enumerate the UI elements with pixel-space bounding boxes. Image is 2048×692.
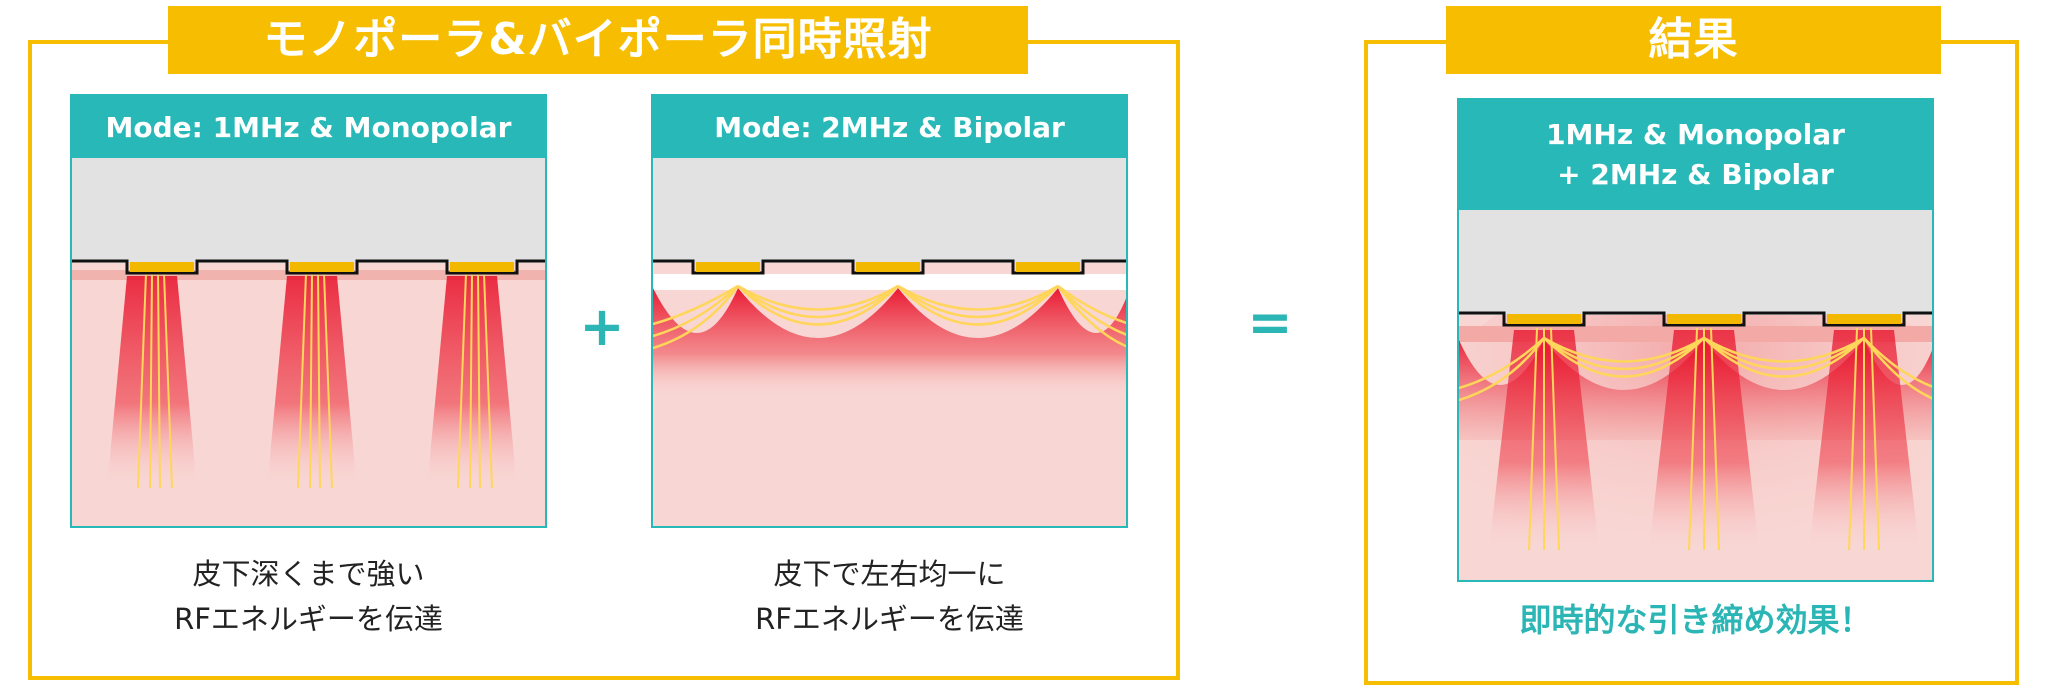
- bipolar-energy-arcs: [653, 286, 1128, 398]
- monopolar-diagram: [72, 158, 547, 528]
- bipolar-diagram: [653, 158, 1128, 528]
- bipolar-caption: 皮下で左右均一に RFエネルギーを伝達: [651, 552, 1128, 642]
- bipolar-panel: Mode: 2MHz & Bipolar: [651, 94, 1128, 528]
- bipolar-mode-label: Mode: 2MHz & Bipolar: [653, 96, 1126, 158]
- electrode: [1827, 314, 1901, 324]
- result-mode-label-line2: + 2MHz & Bipolar: [1557, 155, 1834, 195]
- monopolar-caption: 皮下深くまで強い RFエネルギーを伝達: [70, 552, 547, 642]
- monopolar-caption-line1: 皮下深くまで強い: [70, 552, 547, 597]
- electrode: [1667, 314, 1741, 324]
- electrode: [696, 262, 760, 272]
- electrode: [1507, 314, 1581, 324]
- equals-sign: =: [1240, 296, 1300, 350]
- result-energy: [1459, 328, 1934, 550]
- electrode: [130, 262, 194, 272]
- electrode: [856, 262, 920, 272]
- electrode: [290, 262, 354, 272]
- result-caption: 即時的な引き締め効果！: [1397, 597, 1994, 643]
- plus-sign: +: [572, 300, 632, 354]
- result-mode-label: 1MHz & Monopolar + 2MHz & Bipolar: [1459, 100, 1932, 210]
- bipolar-caption-line2: RFエネルギーを伝達: [651, 597, 1128, 642]
- result-title: 結果: [1446, 6, 1941, 74]
- monopolar-caption-line2: RFエネルギーを伝達: [70, 597, 547, 642]
- combined-irradiation-title: モノポーラ&バイポーラ同時照射: [168, 6, 1028, 74]
- bipolar-caption-line1: 皮下で左右均一に: [651, 552, 1128, 597]
- electrode: [450, 262, 514, 272]
- result-diagram: [1459, 210, 1934, 582]
- result-panel: 1MHz & Monopolar + 2MHz & Bipolar: [1457, 98, 1934, 582]
- monopolar-mode-label: Mode: 1MHz & Monopolar: [72, 96, 545, 158]
- monopolar-panel: Mode: 1MHz & Monopolar: [70, 94, 547, 528]
- result-mode-label-line1: 1MHz & Monopolar: [1546, 115, 1845, 155]
- electrode: [1016, 262, 1080, 272]
